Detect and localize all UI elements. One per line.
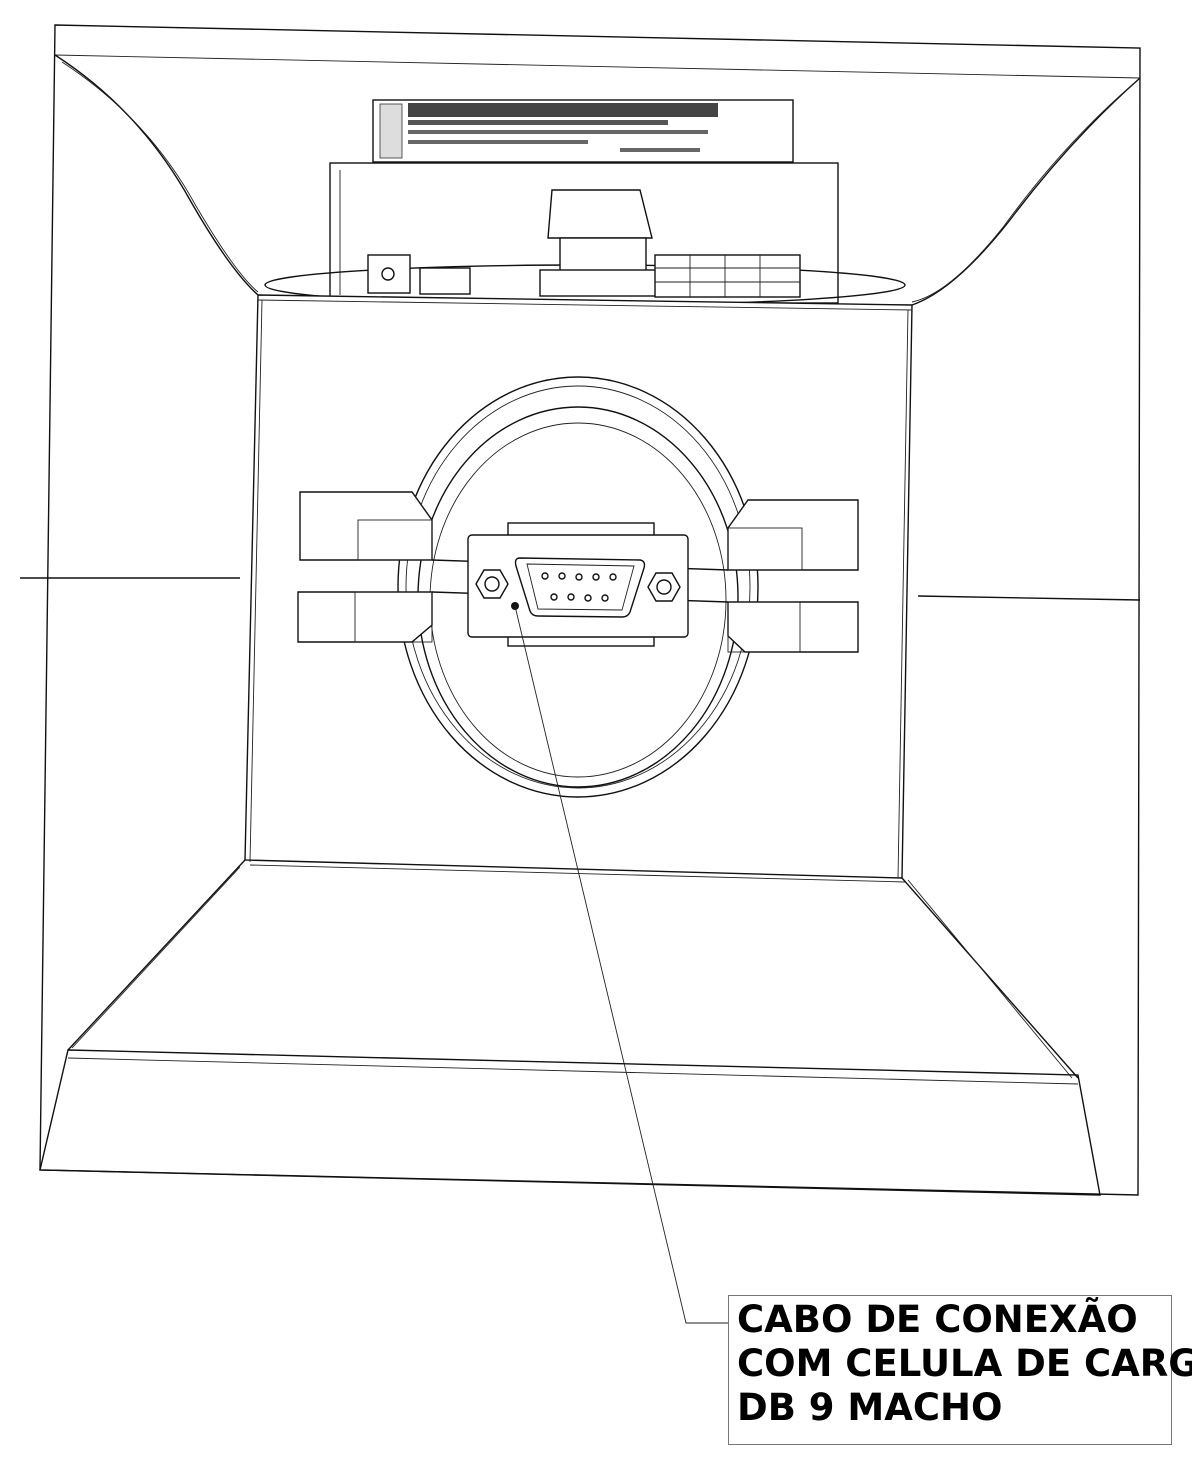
top-label-plate bbox=[372, 99, 794, 163]
callout-line-1: CABO DE CONEXÃO bbox=[737, 1298, 1138, 1341]
clamp-bars bbox=[297, 491, 859, 653]
callout-line-2: COM CELULA DE CARGA bbox=[737, 1342, 1192, 1385]
db9-connector bbox=[467, 522, 689, 647]
callout-leader bbox=[514, 605, 728, 1324]
top-module bbox=[264, 162, 906, 306]
callout-label: CABO DE CONEXÃO COM CELULA DE CARGA DB 9… bbox=[728, 1295, 1192, 1445]
housing-outline bbox=[20, 24, 1141, 1196]
callout-line-3: DB 9 MACHO bbox=[737, 1386, 1003, 1429]
